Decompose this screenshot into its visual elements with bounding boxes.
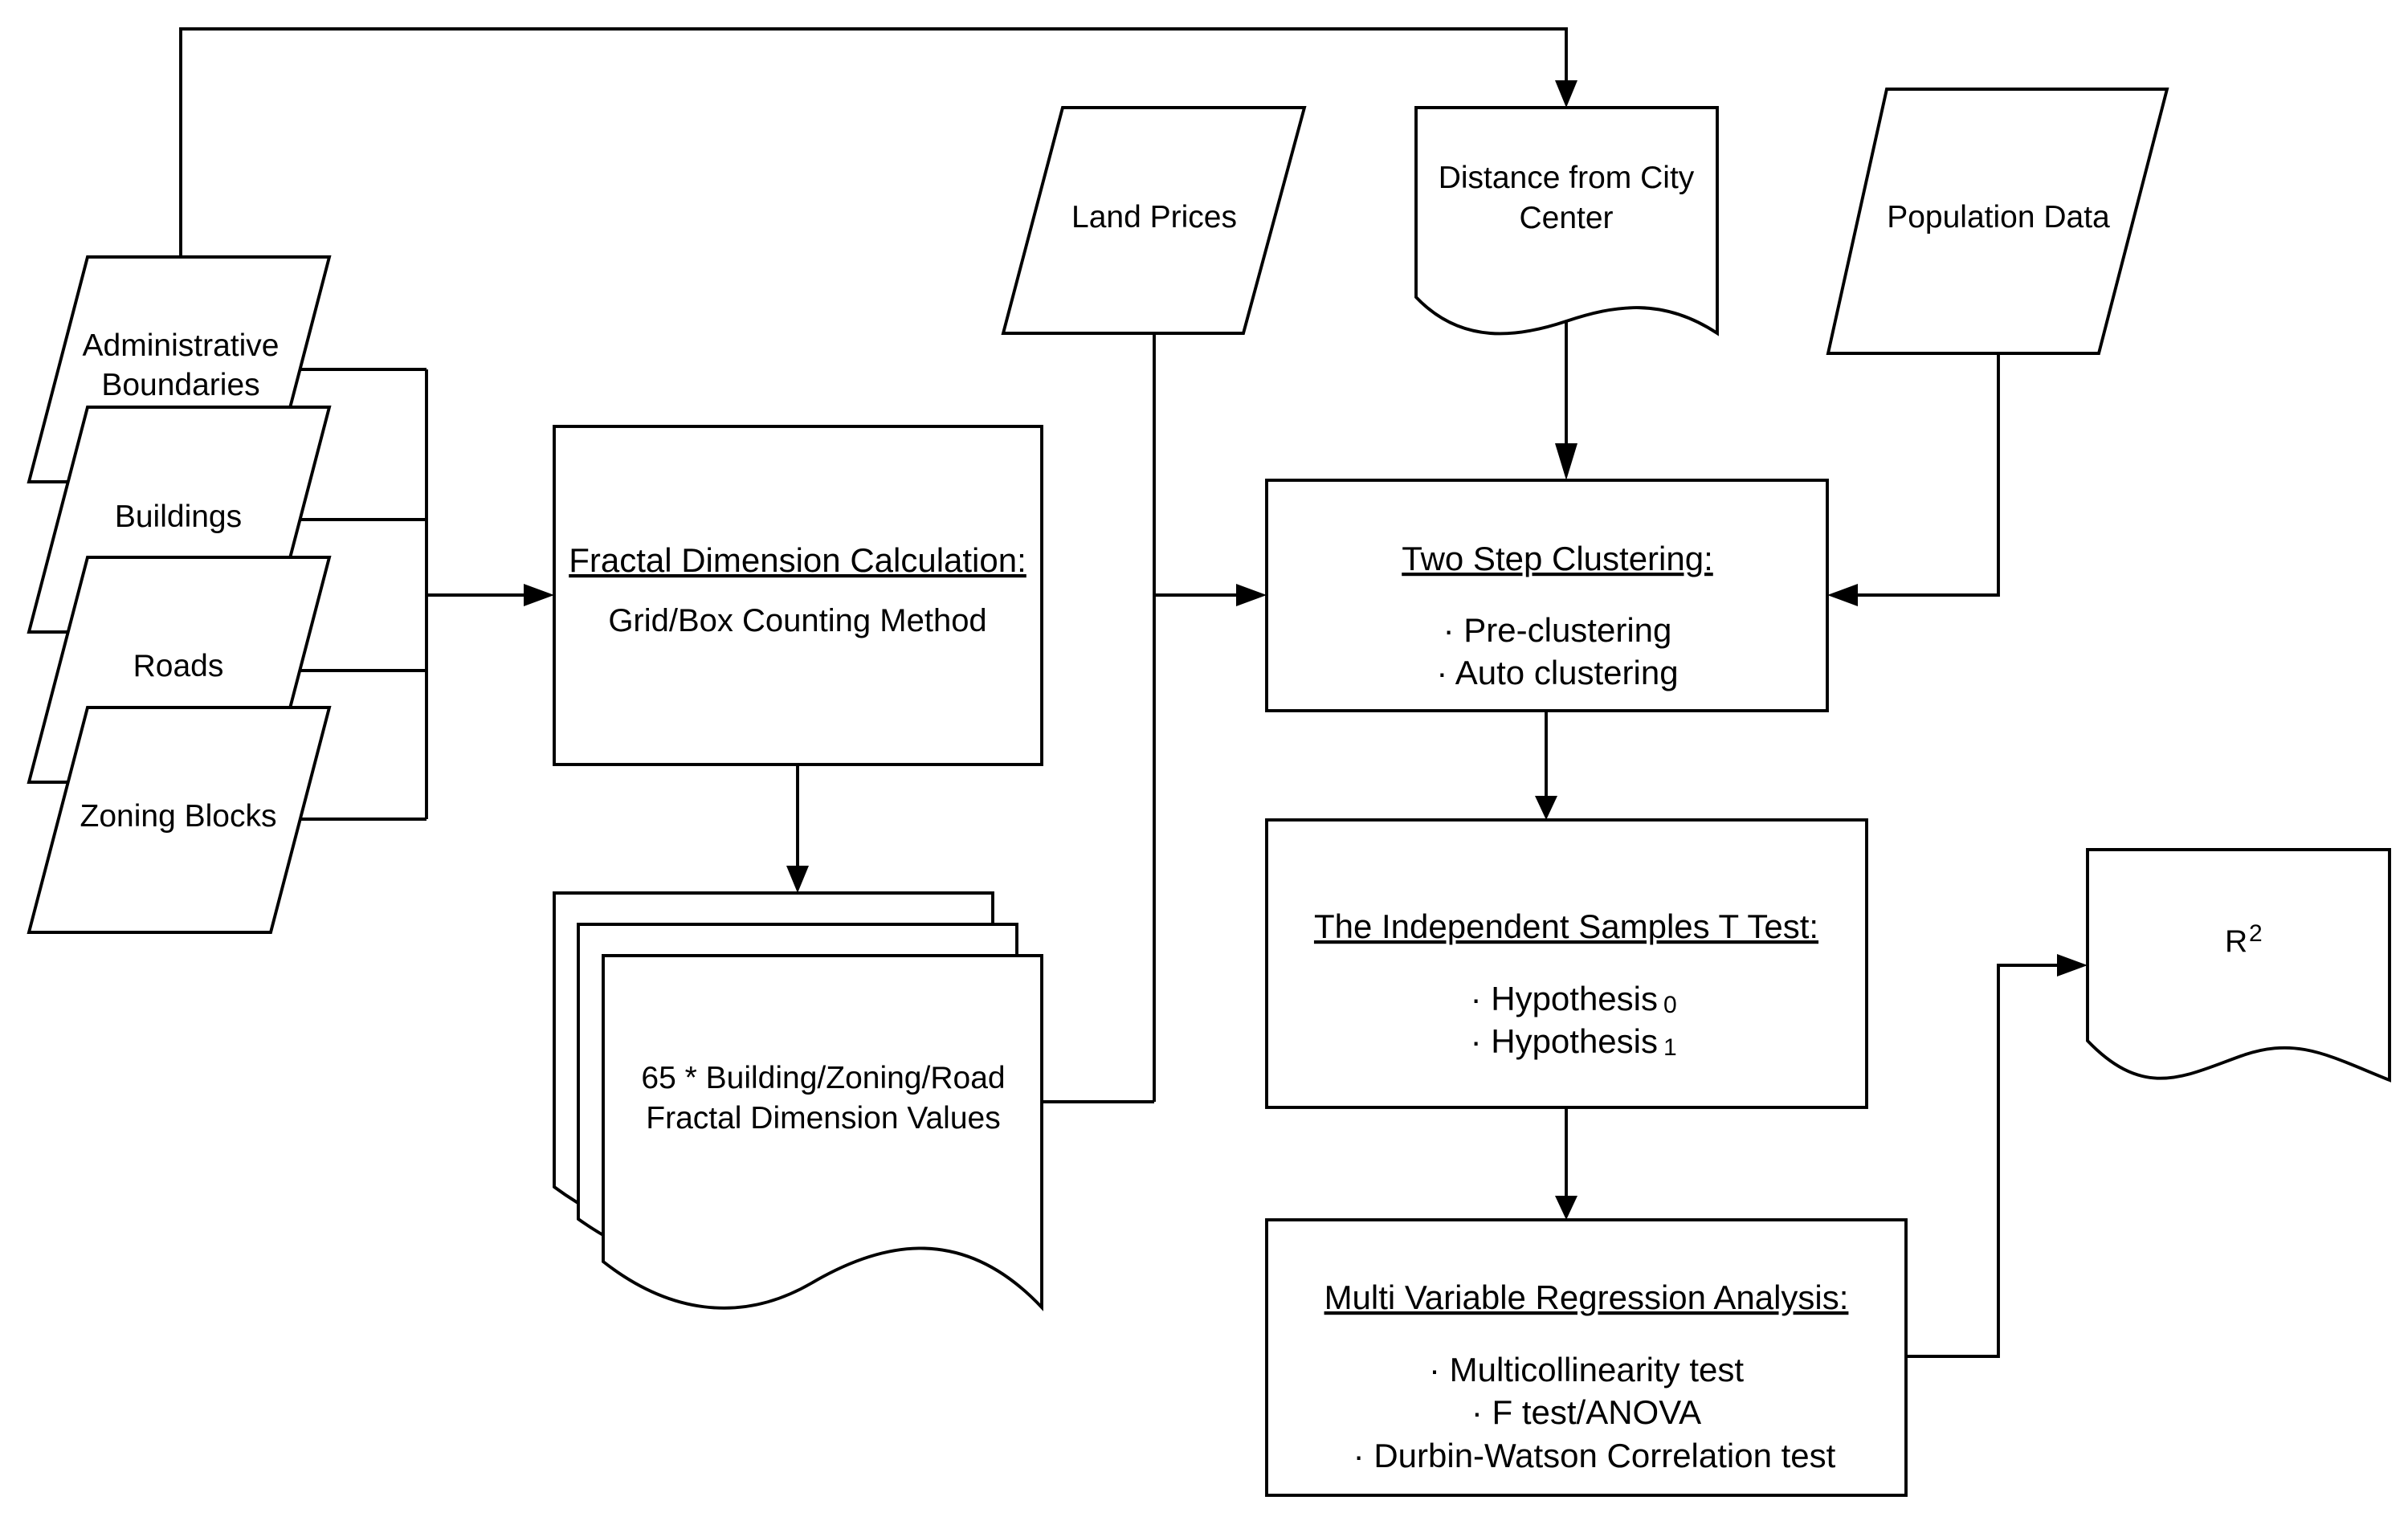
land-prices-input: Land Prices	[1001, 106, 1307, 335]
buildings-label: Buildings	[115, 499, 242, 534]
two-step-shape	[1265, 479, 1829, 712]
fractal-values-doc-front	[602, 954, 1043, 1311]
distance-label-line1: Distance from City	[1439, 161, 1695, 195]
land-prices-label: Land Prices	[1071, 200, 1237, 234]
two-step-item-pre-clustering: · Pre-clustering	[1443, 611, 1672, 649]
t-test-item-hypothesis-0-subscript: 0	[1663, 992, 1677, 1018]
fractal-values-label-line1: 65 * Building/Zoning/Road	[641, 1061, 1005, 1095]
zoning-blocks-label: Zoning Blocks	[80, 799, 277, 834]
t-test-item-hypothesis-0-text: · Hypothesis	[1471, 980, 1658, 1017]
fractal-values-documents: 65 * Building/Zoning/Road Fractal Dimens…	[553, 891, 1043, 1311]
result-label-superscript: 2	[2249, 920, 2263, 947]
regression-shape	[1265, 1218, 1908, 1497]
connector-regression-to-result	[1906, 964, 2057, 1358]
t-test-box: The Independent Samples T Test: · Hypoth…	[1265, 818, 1868, 1109]
t-test-item-hypothesis-1-text: · Hypothesis	[1471, 1022, 1658, 1060]
result-shape	[2086, 848, 2391, 1083]
fractal-values-label-line2: Fractal Dimension Values	[646, 1101, 1000, 1136]
two-step-item-auto-clustering: · Auto clustering	[1436, 654, 1678, 691]
fractal-calc-shape	[553, 425, 1043, 766]
t-test-title: The Independent Samples T Test:	[1314, 907, 1818, 945]
connector-population-to-two-step	[1858, 353, 2000, 597]
result-label: R	[2225, 924, 2247, 959]
arrowhead-distance-top	[1555, 80, 1577, 108]
t-test-item-hypothesis-1: · Hypothesis	[1471, 1022, 1658, 1060]
zoning-blocks-shape	[27, 706, 332, 934]
connectors	[179, 27, 2057, 1358]
admin-boundaries-label-line2: Boundaries	[101, 368, 259, 402]
regression-box: Multi Variable Regression Analysis: · Mu…	[1265, 1218, 1908, 1497]
population-label: Population Data	[1887, 200, 2110, 234]
regression-item-f-test: · F test/ANOVA	[1471, 1393, 1701, 1431]
t-test-shape	[1265, 818, 1868, 1109]
arrowhead-two-step-left	[1236, 584, 1267, 606]
arrowhead-values-in	[786, 866, 809, 893]
population-input: Population Data	[1826, 88, 2169, 355]
regression-title: Multi Variable Regression Analysis:	[1324, 1278, 1849, 1316]
arrowhead-result-left	[2057, 954, 2088, 977]
two-step-clustering-box: Two Step Clustering: · Pre-clustering · …	[1265, 479, 1829, 712]
admin-boundaries-label-line1: Administrative	[83, 328, 280, 363]
fractal-calc-title: Fractal Dimension Calculation:	[569, 541, 1026, 579]
arrowhead-two-step-top	[1555, 443, 1577, 480]
distance-document: Distance from City Center	[1414, 106, 1719, 336]
two-step-title: Two Step Clustering:	[1402, 540, 1713, 577]
regression-item-durbin-watson: · Durbin-Watson Correlation test	[1353, 1437, 1836, 1474]
roads-label: Roads	[133, 649, 224, 683]
t-test-item-hypothesis-0: · Hypothesis	[1471, 980, 1658, 1017]
fractal-calc-method: Grid/Box Counting Method	[608, 603, 986, 638]
result-document: R 2	[2086, 848, 2391, 1083]
regression-item-multicollinearity: · Multicollinearity test	[1429, 1351, 1744, 1388]
arrowhead-ttest-top	[1535, 796, 1557, 820]
arrowhead-regression-top	[1555, 1196, 1577, 1220]
arrowhead-fractal-in	[524, 584, 554, 606]
t-test-item-hypothesis-1-subscript: 1	[1663, 1034, 1677, 1061]
fractal-calc-box: Fractal Dimension Calculation: Grid/Box …	[553, 425, 1043, 766]
arrowhead-two-step-right	[1827, 584, 1858, 606]
input-zoning-blocks: Zoning Blocks	[27, 706, 332, 934]
arrowheads	[524, 80, 2088, 1220]
connector-admin-to-distance	[179, 27, 1568, 257]
distance-shape	[1414, 106, 1719, 336]
distance-label-line2: Center	[1519, 201, 1613, 235]
population-shape	[1826, 88, 2169, 355]
land-prices-shape	[1001, 106, 1307, 335]
